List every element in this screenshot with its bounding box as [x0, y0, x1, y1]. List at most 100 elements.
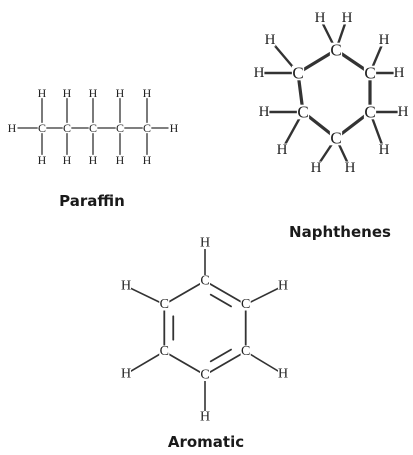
carbon-atom-label: C — [200, 274, 209, 289]
carbon-atom-label: C — [143, 121, 151, 135]
c-h-bond — [244, 350, 284, 375]
hydrogen-atom-label: H — [278, 367, 288, 382]
ring-bond — [204, 350, 247, 376]
carbon-atom-backdrop — [115, 122, 125, 134]
hydrogen-atom-label: H — [315, 10, 326, 26]
carbon-atom-label: C — [38, 121, 46, 135]
carbon-atom-backdrop — [240, 345, 251, 358]
hydrogen-atom-label: H — [259, 104, 270, 120]
carbon-atom-label: C — [364, 64, 375, 83]
carbon-atom-backdrop — [240, 298, 251, 311]
hydrogen-atom-label: H — [200, 410, 210, 425]
carbon-atom-backdrop — [88, 122, 98, 134]
hydrogen-atom-label: H — [8, 121, 17, 135]
hydrogen-atom-label: H — [394, 65, 405, 81]
carbon-atom-backdrop — [363, 104, 377, 120]
carbon-atom-backdrop — [37, 122, 47, 134]
hydrogen-atom-label: H — [278, 279, 288, 294]
carbon-atom-backdrop — [62, 122, 72, 134]
hydrogen-atom-backdrop — [120, 367, 132, 381]
hydrogen-atom-backdrop — [37, 87, 47, 99]
ring-bond — [296, 48, 338, 75]
hydrogen-atom-label: H — [38, 86, 47, 100]
hydrogen-atom-backdrop — [344, 161, 356, 175]
carbon-atom-backdrop — [329, 130, 343, 146]
hydrogen-atom-label: H — [38, 153, 47, 167]
carbon-atom-label: C — [241, 344, 250, 359]
paraffin-caption: Paraffin — [59, 192, 125, 210]
carbon-atom-backdrop — [199, 368, 211, 382]
carbon-atom-backdrop — [159, 298, 170, 311]
carbon-atom-label: C — [330, 41, 341, 60]
hydrogen-atom-backdrop — [37, 154, 47, 166]
carbon-atom-backdrop — [363, 65, 377, 81]
hydrogen-atom-backdrop — [378, 33, 390, 47]
hydrogen-atom-backdrop — [277, 279, 289, 293]
hydrogen-atom-label: H — [63, 86, 72, 100]
hydrogen-atom-label: H — [170, 121, 179, 135]
ring-bond — [163, 350, 206, 376]
ring-bond — [204, 280, 247, 306]
hydrogen-atom-backdrop — [310, 161, 322, 175]
carbon-atom-backdrop — [329, 42, 343, 58]
hydrogen-atom-backdrop — [115, 154, 125, 166]
c-h-bond — [244, 285, 284, 306]
hydrogen-atom-label: H — [121, 279, 131, 294]
hydrogen-atom-label: H — [398, 104, 409, 120]
carbon-atom-backdrop — [142, 122, 152, 134]
paraffin-molecule: H H C H H C H H C H H C H H C H H — [8, 86, 179, 167]
carbon-atom-label: C — [116, 121, 124, 135]
carbon-atom-backdrop — [291, 65, 305, 81]
hydrogen-atom-backdrop — [62, 87, 72, 99]
carbon-atom-backdrop — [159, 345, 170, 358]
hydrogen-atom-label: H — [89, 153, 98, 167]
hydrogen-atom-backdrop — [378, 143, 390, 157]
hydrogen-atom-label: H — [342, 10, 353, 26]
carbon-atom-label: C — [89, 121, 97, 135]
hydrogen-atom-backdrop — [7, 122, 17, 134]
hydrogen-atom-label: H — [143, 86, 152, 100]
hydrogen-atom-backdrop — [199, 236, 211, 250]
hydrogen-atom-backdrop — [199, 410, 211, 424]
hydrogen-atom-backdrop — [277, 367, 289, 381]
hydrogen-atom-backdrop — [120, 279, 132, 293]
carbon-atom-label: C — [330, 129, 341, 148]
hydrogen-atom-backdrop — [142, 154, 152, 166]
hydrogen-atom-label: H — [311, 160, 322, 176]
hydrogen-atom-label: H — [265, 32, 276, 48]
hydrogen-atom-backdrop — [397, 105, 409, 119]
hydrogen-atom-backdrop — [88, 154, 98, 166]
carbon-atom-label: C — [364, 103, 375, 122]
hydrogen-atom-label: H — [121, 367, 131, 382]
hydrogen-atom-label: H — [277, 142, 288, 158]
carbon-atom-backdrop — [199, 274, 211, 288]
ring-bond — [163, 280, 206, 306]
hydrogen-atom-label: H — [143, 153, 152, 167]
carbon-atom-label: C — [297, 103, 308, 122]
carbon-atom-label: C — [63, 121, 71, 135]
double-bond-inner-line — [209, 293, 232, 308]
carbon-atom-backdrop — [296, 104, 310, 120]
hydrogen-atom-label: H — [200, 236, 210, 251]
hydrogen-atom-backdrop — [169, 122, 179, 134]
hydrogen-atom-backdrop — [142, 87, 152, 99]
hydrogen-atom-backdrop — [253, 66, 265, 80]
carbon-atom-label: C — [241, 297, 250, 312]
hydrogen-atom-label: H — [89, 86, 98, 100]
hydrogen-atom-label: H — [379, 32, 390, 48]
hydrogen-atom-label: H — [379, 142, 390, 158]
c-h-bond — [125, 285, 166, 306]
hydrogen-atom-label: H — [254, 65, 265, 81]
hydrogen-atom-backdrop — [88, 87, 98, 99]
hydrogen-atom-backdrop — [314, 11, 326, 25]
hydrogen-atom-label: H — [116, 86, 125, 100]
hydrogen-atom-backdrop — [276, 143, 288, 157]
hydrogen-atom-label: H — [63, 153, 72, 167]
hydrogen-atom-label: H — [116, 153, 125, 167]
naphthenes-caption: Naphthenes — [289, 223, 391, 241]
hydrogen-atom-backdrop — [264, 33, 276, 47]
c-h-bond — [125, 350, 166, 375]
